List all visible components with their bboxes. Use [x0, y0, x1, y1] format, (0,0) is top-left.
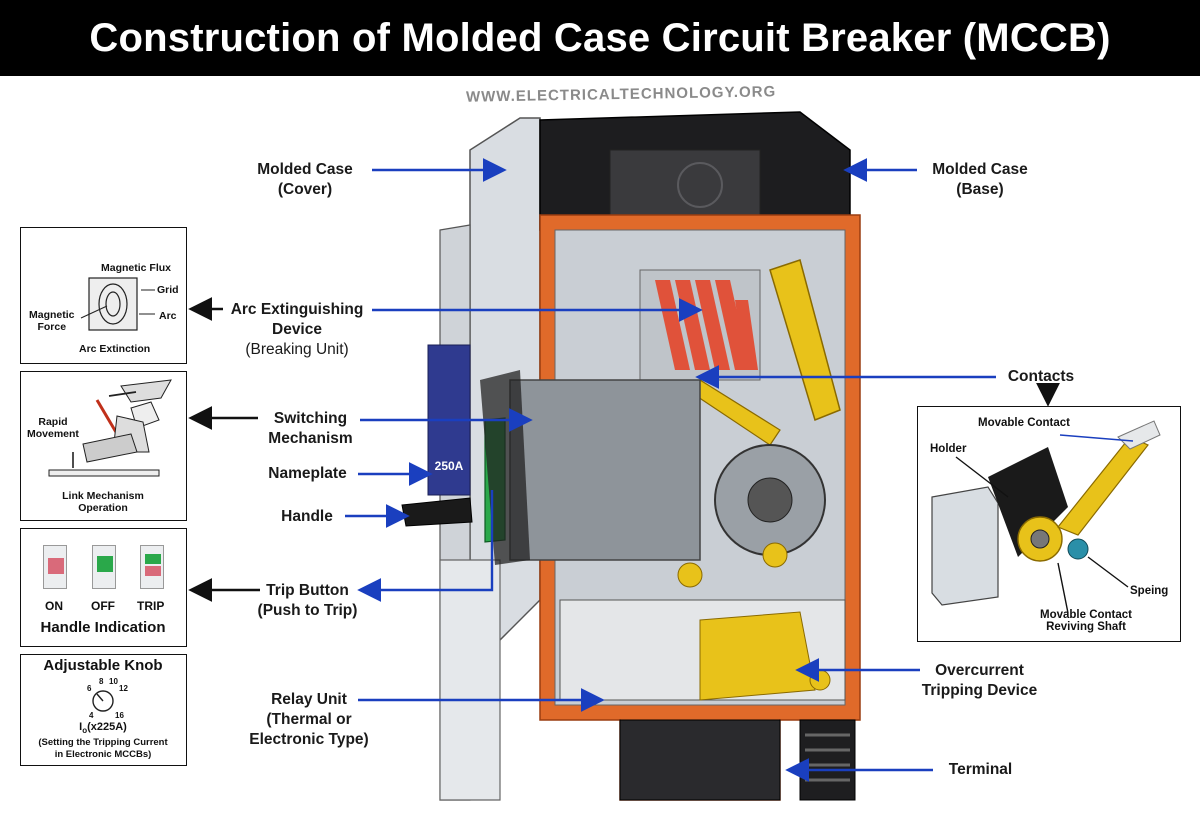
knob-dial: 6 8 10 12 4 16	[87, 677, 128, 720]
on-label: ON	[45, 599, 63, 613]
mechanism-housing	[509, 379, 701, 561]
link-diagram	[48, 379, 172, 477]
arc-diagram	[80, 277, 155, 331]
cover-block	[439, 559, 501, 801]
nameplate-rating: 250A	[435, 459, 464, 473]
label-molded-case-base: Molded Case(Base)	[932, 161, 1028, 198]
handle-indication-caption: Handle Indication	[40, 619, 166, 636]
spring-label: Speing	[1130, 585, 1169, 597]
knob-current: Io(x225A)	[79, 721, 127, 736]
top-grey-panel	[609, 149, 761, 226]
inset-movable-contact: Movable Contact Holder Speing Movable Co…	[917, 406, 1181, 642]
title-bar: Construction of Molded Case Circuit Brea…	[0, 0, 1200, 76]
inset-adjustable-knob: Adjustable Knob 6 8 10 12 4 16 Io(x225A)…	[20, 654, 187, 766]
bulb-watermark	[677, 162, 723, 208]
indicator-trip	[140, 545, 164, 589]
arrow-trip	[357, 490, 494, 602]
off-label: OFF	[91, 599, 115, 613]
grid-label: Grid	[157, 284, 179, 296]
contact-diagram	[931, 420, 1161, 614]
trip-label: TRIP	[137, 599, 165, 613]
label-terminal: Terminal	[948, 761, 1013, 778]
knob-title: Adjustable Knob	[43, 657, 163, 674]
inset-handle-indication: ON OFF TRIP Handle Indication	[20, 528, 187, 647]
label-trip-button: Trip Button(Push to Trip)	[257, 582, 358, 619]
handle-lever	[401, 497, 473, 527]
label-molded-case-cover: Molded Case(Cover)	[257, 161, 353, 198]
indicator-off	[92, 545, 116, 589]
label-handle: Handle	[281, 508, 333, 525]
page-title: Construction of Molded Case Circuit Brea…	[89, 15, 1111, 60]
arc-label: Arc	[159, 310, 177, 322]
arc-chute	[639, 269, 761, 381]
terminal-screw	[799, 719, 856, 801]
contact-arm	[769, 259, 841, 422]
label-nameplate: Nameplate	[268, 465, 347, 482]
holder-label: Holder	[930, 443, 967, 455]
indicator-on	[43, 545, 67, 589]
arc-extinction-label: Arc Extinction	[79, 343, 151, 355]
terminal-block	[619, 719, 781, 801]
overcurrent-yellow	[699, 611, 816, 701]
magnetic-flux-label: Magnetic Flux	[101, 262, 172, 274]
label-contacts: Contacts	[1007, 368, 1075, 385]
movable-contact-label: Movable Contact	[978, 417, 1071, 429]
